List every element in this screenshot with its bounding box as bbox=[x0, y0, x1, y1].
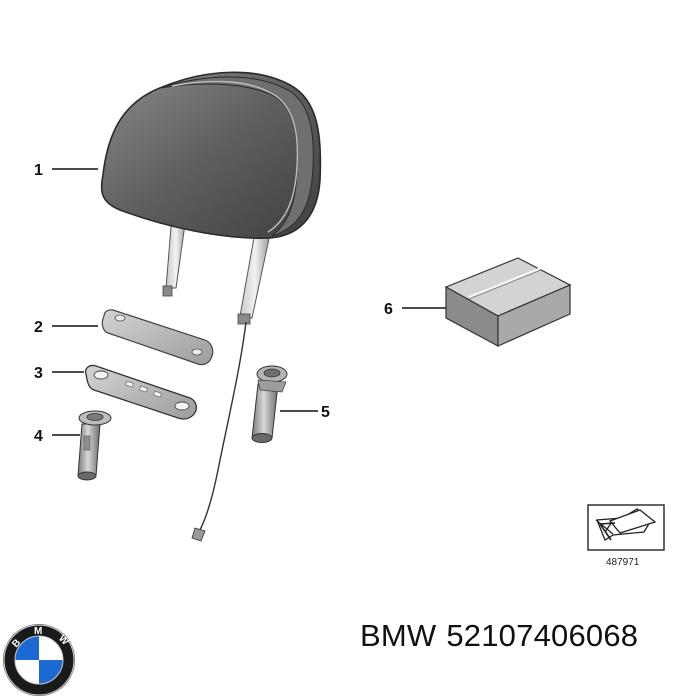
callout-6: 6 bbox=[384, 301, 446, 318]
callout-2: 2 bbox=[34, 319, 98, 336]
cover-plate bbox=[101, 309, 214, 366]
reference-number: 487971 bbox=[606, 557, 640, 568]
callout-number: 5 bbox=[321, 404, 330, 421]
part-number: 52107406068 bbox=[446, 618, 639, 653]
release-cable bbox=[191, 321, 247, 542]
box bbox=[444, 257, 572, 348]
callout-3: 3 bbox=[34, 365, 84, 382]
brand-name: BMW bbox=[360, 618, 437, 653]
guide-sleeve-left bbox=[77, 410, 112, 481]
callout-number: 4 bbox=[34, 428, 43, 445]
callout-1: 1 bbox=[34, 162, 98, 179]
headrest bbox=[100, 71, 322, 325]
callout-number: 6 bbox=[384, 301, 393, 318]
reference-symbol: 487971 bbox=[587, 504, 665, 568]
callout-number: 3 bbox=[34, 365, 43, 382]
part-number-caption: BMW 52107406068 bbox=[360, 618, 695, 654]
bmw-logo: B M W bbox=[3, 624, 75, 696]
callout-4: 4 bbox=[34, 428, 80, 445]
callout-number: 1 bbox=[34, 162, 43, 179]
guide-sleeve-right bbox=[251, 365, 288, 443]
guide-plate bbox=[84, 364, 197, 420]
callout-number: 2 bbox=[34, 319, 43, 336]
svg-text:M: M bbox=[34, 626, 42, 637]
callout-5: 5 bbox=[280, 404, 330, 421]
